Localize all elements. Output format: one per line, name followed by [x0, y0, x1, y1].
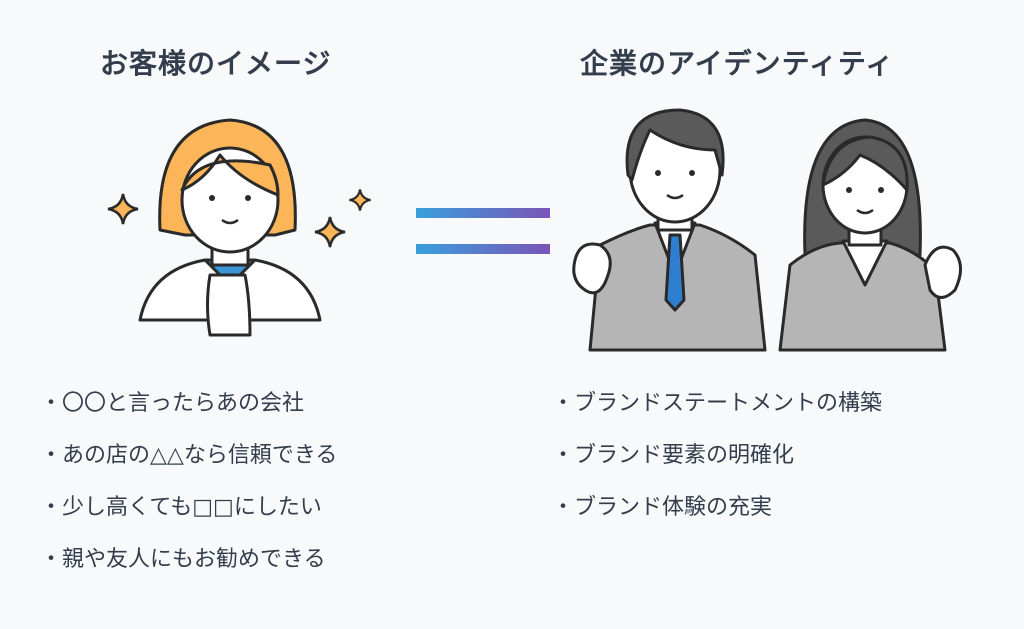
- list-item: ブランドステートメントの構築: [552, 378, 882, 430]
- list-item: 〇〇と言ったらあの会社: [40, 378, 337, 430]
- sparkle-icon: [314, 216, 346, 248]
- equals-sign-icon: [416, 244, 550, 254]
- sparkle-icon: [349, 189, 371, 211]
- businessman-illustration: [572, 108, 767, 352]
- customer-woman-illustration: [138, 118, 322, 337]
- sparkle-icon: [107, 193, 139, 225]
- list-item: 少し高くても□□にしたい: [40, 482, 337, 534]
- right-title: 企業のアイデンティティ: [580, 47, 895, 80]
- businesswoman-illustration: [778, 118, 962, 352]
- customer-image-list: 〇〇と言ったらあの会社 あの店の△△なら信頼できる 少し高くても□□にしたい 親…: [40, 378, 337, 586]
- list-item: ブランド体験の充実: [552, 482, 882, 534]
- list-item: あの店の△△なら信頼できる: [40, 430, 337, 482]
- list-item: 親や友人にもお勧めできる: [40, 534, 337, 586]
- list-item: ブランド要素の明確化: [552, 430, 882, 482]
- equals-sign-icon: [416, 208, 550, 218]
- corporate-identity-list: ブランドステートメントの構築 ブランド要素の明確化 ブランド体験の充実: [552, 378, 882, 534]
- left-title: お客様のイメージ: [100, 47, 332, 80]
